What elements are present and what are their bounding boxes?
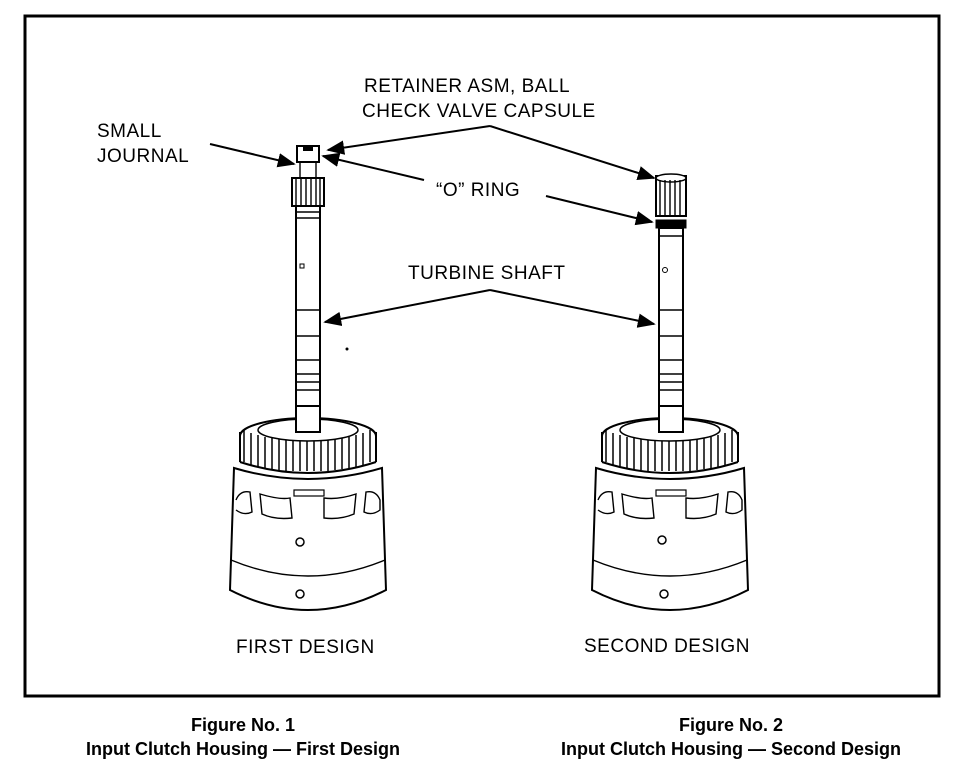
caption-figure1-title: Input Clutch Housing — First Design <box>86 739 400 759</box>
first-spline-collar <box>291 177 325 207</box>
caption-figure2-number: Figure No. 2 <box>679 715 783 735</box>
first-gear-teeth <box>243 430 371 471</box>
first-design-assembly <box>228 145 388 611</box>
label-second-design: SECOND DESIGN <box>584 636 750 657</box>
label-first-design: FIRST DESIGN <box>236 637 375 658</box>
second-gear-teeth <box>605 430 733 471</box>
label-retainer-line2: CHECK VALVE CAPSULE <box>362 101 596 122</box>
caption-figure1-number: Figure No. 1 <box>191 715 295 735</box>
label-small-journal-line1: SMALL <box>97 121 162 142</box>
label-retainer-line1: RETAINER ASM, BALL <box>364 76 570 97</box>
second-turbine-shaft <box>658 227 684 407</box>
leader-lines <box>209 125 656 351</box>
caption-figure2-title: Input Clutch Housing — Second Design <box>561 739 901 759</box>
label-turbine-shaft: TURBINE SHAFT <box>408 263 565 284</box>
second-design-assembly <box>590 173 750 611</box>
figure-frame <box>23 14 941 698</box>
first-turbine-shaft <box>295 205 321 407</box>
first-housing-body <box>228 466 388 611</box>
label-o-ring: “O” RING <box>436 180 520 201</box>
second-housing-body <box>590 466 750 611</box>
label-small-journal-line2: JOURNAL <box>97 146 189 167</box>
second-o-ring <box>655 219 687 229</box>
